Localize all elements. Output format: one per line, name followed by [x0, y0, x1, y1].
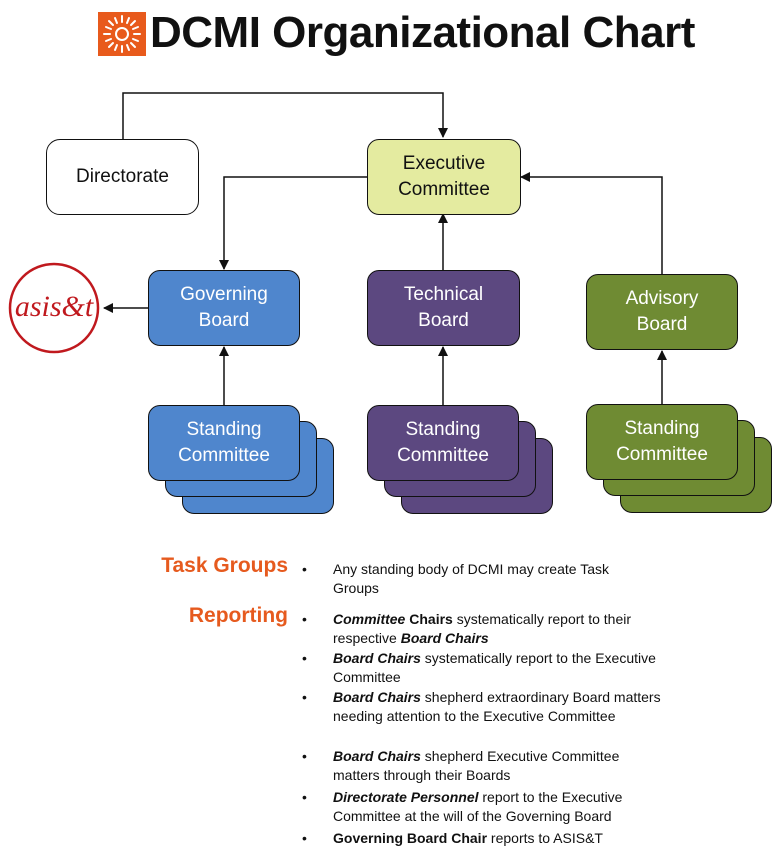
directorate-node: Directorate [46, 139, 199, 215]
advisory-label-line2: Board [636, 314, 688, 335]
reporting-item-subject: Board Chairs [333, 689, 421, 705]
reporting-item-subject: Committee [333, 611, 406, 627]
standing-label-line2: Committee [178, 445, 270, 466]
task-groups-label: Task Groups [161, 554, 288, 577]
reporting-item-text: shepherd Executive Committee matters thr… [333, 748, 620, 783]
advisory-label-line1: Advisory [625, 288, 699, 309]
bullet-icon: • [302, 789, 307, 805]
bullet-icon: • [302, 611, 307, 627]
reporting-item-text: systematically report to their respectiv… [333, 611, 631, 646]
standing-label-line1: Standing [186, 419, 262, 440]
reporting-item: Board Chairs systematically report to th… [333, 649, 663, 687]
reporting-item-text: shepherd extraordinary Board matters nee… [333, 689, 661, 724]
reporting-item-subject: Directorate Personnel [333, 789, 479, 805]
governing-label-line1: Governing [180, 284, 268, 305]
reporting-label: Reporting [188, 604, 288, 627]
advisory-to-executive-arrow [520, 172, 663, 274]
asist-logo-text: asis&t [15, 290, 94, 323]
reporting-item: Board Chairs shepherd Executive Committe… [333, 747, 663, 785]
asist-logo: asis&t [8, 262, 100, 354]
technical-label-line1: Technical [403, 284, 484, 305]
standing-label-line2: Committee [397, 445, 489, 466]
reporting-item-text: systematically report to the Executive C… [333, 650, 656, 685]
reporting-item-text: reports to ASIS&T [487, 830, 603, 846]
reporting-item-text: report to the Executive Committee at the… [333, 789, 623, 824]
executive-label-line1: Executive [402, 153, 486, 174]
reporting-item-subject: Board Chairs [333, 748, 421, 764]
bullet-icon: • [302, 748, 307, 764]
reporting-item: Directorate Personnel report to the Exec… [333, 788, 663, 826]
technical-label-line2: Board [418, 310, 469, 331]
executive-label-line2: Committee [398, 179, 490, 200]
reporting-item: Governing Board Chair reports to ASIS&T [333, 829, 663, 848]
standing-label-line1: Standing [405, 419, 481, 440]
bullet-icon: • [302, 689, 307, 705]
reporting-item-object: Board Chairs [400, 630, 489, 646]
standing-label-line2: Committee [616, 444, 708, 465]
governing-label-line2: Board [198, 310, 250, 331]
dcmi-logo-icon [98, 12, 146, 56]
reporting-item-subject: Governing Board Chair [333, 830, 488, 846]
reporting-item: Committee Chairs systematically report t… [333, 610, 663, 648]
reporting-item: Board Chairs shepherd extraordinary Boar… [333, 688, 663, 726]
directorate-to-executive-arrow [122, 92, 448, 139]
directorate-label: Directorate [76, 166, 169, 187]
standing-label-line1: Standing [624, 418, 700, 439]
executive-to-governing-arrow [219, 176, 367, 270]
bullet-icon: • [302, 561, 307, 577]
reporting-item-subject-suffix: Chairs [405, 611, 453, 627]
bullet-icon: • [302, 650, 307, 666]
page-title: DCMI Organizational Chart [150, 8, 695, 57]
reporting-item-subject: Board Chairs [333, 650, 421, 666]
bullet-icon: • [302, 830, 307, 846]
task-groups-item: Any standing body of DCMI may create Tas… [333, 561, 609, 596]
